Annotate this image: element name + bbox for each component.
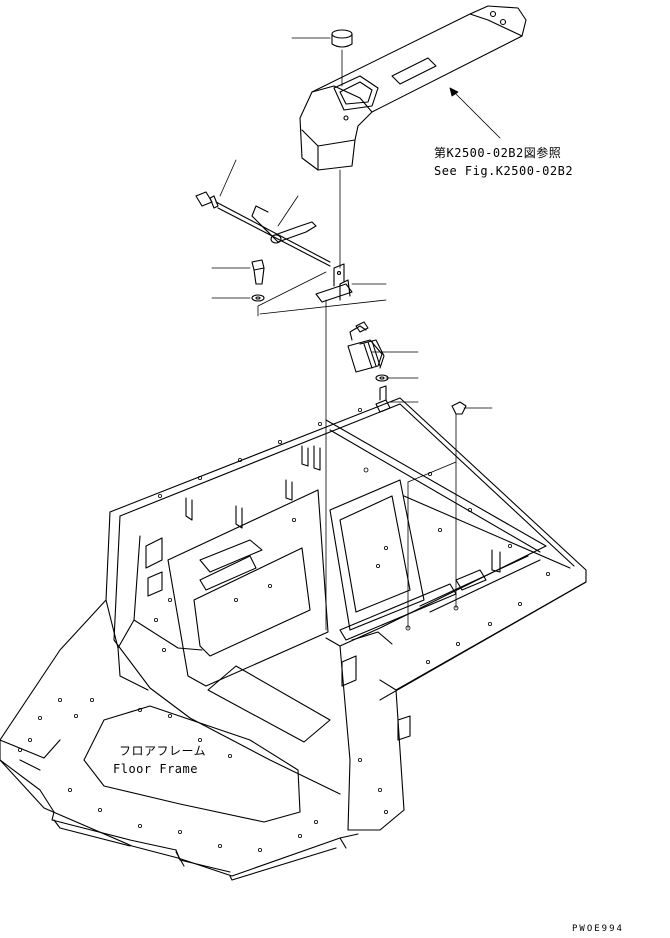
leader-lines xyxy=(211,37,501,631)
knob-right xyxy=(451,401,467,415)
bolt-long xyxy=(195,191,331,267)
floor-frame xyxy=(0,397,587,881)
bracket xyxy=(315,263,353,303)
bent-rod xyxy=(251,205,317,244)
floor-frame-label-japanese: フロアフレーム xyxy=(119,744,207,758)
reference-label-japanese: 第K2500-02B2図参照 xyxy=(434,146,562,160)
rivet-holes xyxy=(17,407,551,853)
bolt-small xyxy=(251,259,265,302)
rubber-cap xyxy=(331,29,353,48)
drawing-code: PWOE994 xyxy=(572,924,624,934)
washer-right xyxy=(375,374,389,382)
reference-label-english: See Fig.K2500-02B2 xyxy=(434,164,574,178)
bolt-right xyxy=(375,385,391,413)
switch-unit xyxy=(347,321,385,373)
armrest-console xyxy=(299,5,527,171)
floor-frame-label-english: Floor Frame xyxy=(113,762,198,776)
